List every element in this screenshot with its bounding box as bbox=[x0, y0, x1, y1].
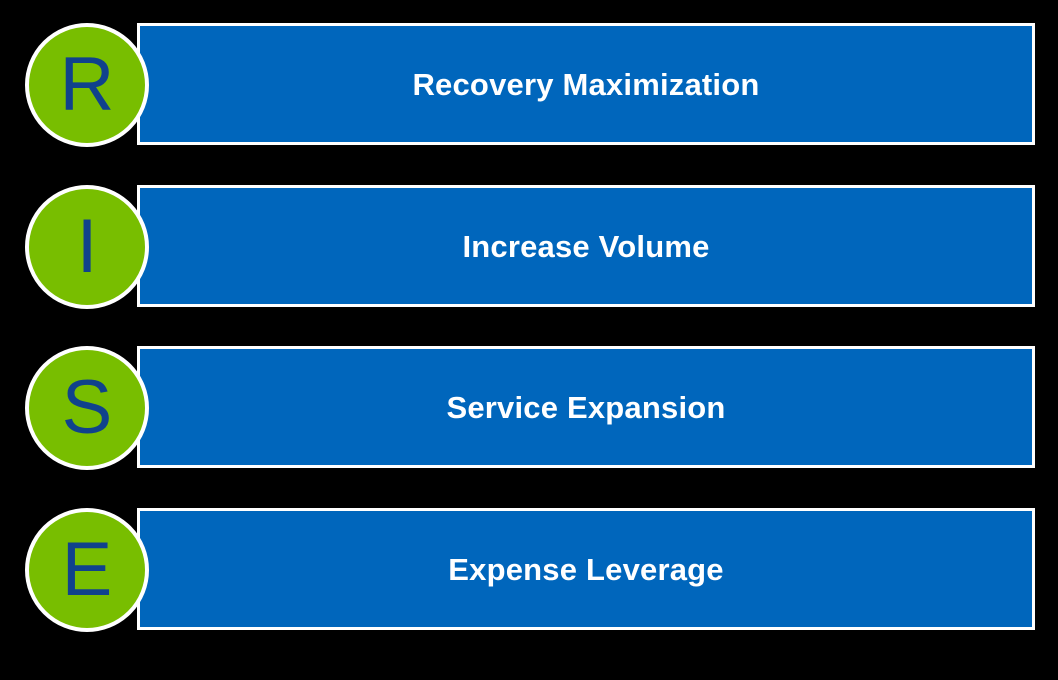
rise-row-increase: Increase Volume I bbox=[0, 185, 1058, 309]
bar-recovery[interactable]: Recovery Maximization bbox=[137, 23, 1035, 145]
badge-circle-s[interactable]: S bbox=[25, 346, 149, 470]
badge-letter-e: E bbox=[61, 527, 113, 612]
badge-circle-r[interactable]: R bbox=[25, 23, 149, 147]
bar-service[interactable]: Service Expansion bbox=[137, 346, 1035, 468]
rise-row-recovery: Recovery Maximization R bbox=[0, 23, 1058, 147]
rise-row-expense: Expense Leverage E bbox=[0, 508, 1058, 632]
bar-label-service: Service Expansion bbox=[446, 389, 726, 425]
badge-letter-s: S bbox=[61, 365, 113, 450]
badge-letter-r: R bbox=[59, 42, 115, 127]
badge-letter-i: I bbox=[76, 204, 98, 289]
bar-expense[interactable]: Expense Leverage bbox=[137, 508, 1035, 630]
bar-label-recovery: Recovery Maximization bbox=[412, 66, 760, 102]
bar-label-expense: Expense Leverage bbox=[448, 551, 724, 587]
bar-increase[interactable]: Increase Volume bbox=[137, 185, 1035, 307]
badge-circle-e[interactable]: E bbox=[25, 508, 149, 632]
rise-row-service: Service Expansion S bbox=[0, 346, 1058, 470]
badge-circle-i[interactable]: I bbox=[25, 185, 149, 309]
bar-label-increase: Increase Volume bbox=[462, 228, 710, 264]
